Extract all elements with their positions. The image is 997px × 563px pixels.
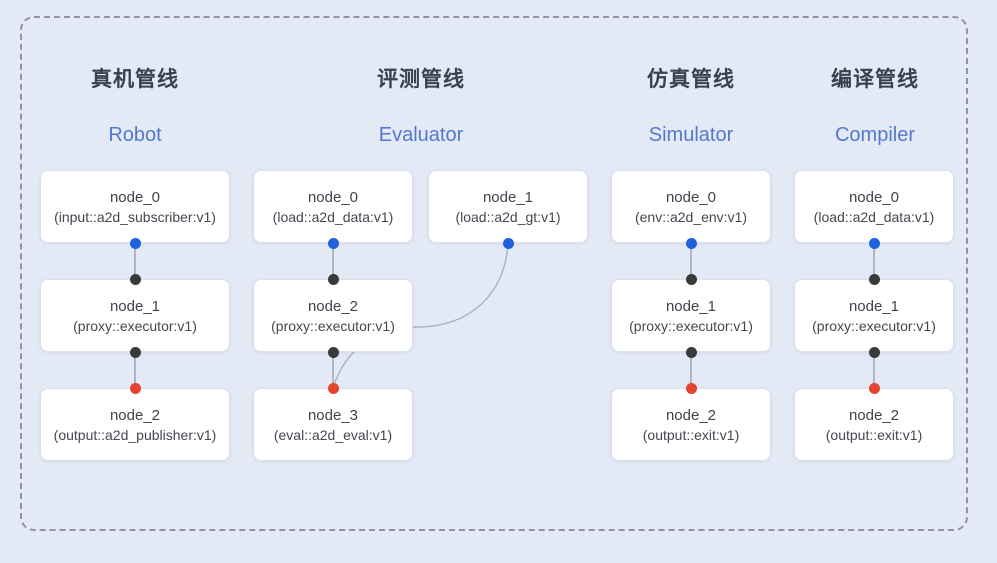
pipeline-title-compiler-zh: 编译管线 xyxy=(831,68,919,91)
node-name: node_1 xyxy=(482,188,534,206)
output-port-dot-black xyxy=(868,346,880,358)
node-box-evaluator-node_2[interactable]: node_2 (proxy::executor:v1) xyxy=(253,279,413,352)
output-port-dot-blue xyxy=(868,237,880,249)
input-port-dot-red xyxy=(685,382,697,394)
diagram-frame xyxy=(20,16,968,531)
node-box-robot-node_1[interactable]: node_1 (proxy::executor:v1) xyxy=(40,279,230,352)
output-port-dot-blue xyxy=(327,237,339,249)
pipeline-title-robot-en: Robot xyxy=(108,124,162,146)
node-name: node_3 xyxy=(307,406,359,424)
node-type: (output::a2d_publisher:v1) xyxy=(53,426,217,443)
node-type: (output::exit:v1) xyxy=(642,426,740,443)
node-name: node_1 xyxy=(109,297,161,315)
node-box-simulator-node_2[interactable]: node_2 (output::exit:v1) xyxy=(611,388,771,461)
node-type: (output::exit:v1) xyxy=(825,426,923,443)
pipeline-title-simulator-en: Simulator xyxy=(648,124,734,146)
output-port-dot-blue xyxy=(129,237,141,249)
node-name: node_2 xyxy=(848,406,900,424)
node-box-evaluator-node_3[interactable]: node_3 (eval::a2d_eval:v1) xyxy=(253,388,413,461)
node-box-simulator-node_0[interactable]: node_0 (env::a2d_env:v1) xyxy=(611,170,771,243)
output-port-dot-black xyxy=(685,346,697,358)
node-type: (proxy::executor:v1) xyxy=(73,317,197,334)
input-port-dot-black xyxy=(327,273,339,285)
node-box-robot-node_0[interactable]: node_0 (input::a2d_subscriber:v1) xyxy=(40,170,230,243)
pipeline-title-robot-zh: 真机管线 xyxy=(91,68,179,91)
input-port-dot-red xyxy=(327,382,339,394)
node-type: (input::a2d_subscriber:v1) xyxy=(54,208,216,225)
node-type: (proxy::executor:v1) xyxy=(812,317,936,334)
node-type: (load::a2d_data:v1) xyxy=(272,208,394,225)
node-type: (env::a2d_env:v1) xyxy=(634,208,748,225)
node-name: node_0 xyxy=(665,188,717,206)
input-port-dot-black xyxy=(868,273,880,285)
pipeline-title-simulator-zh: 仿真管线 xyxy=(647,68,735,91)
pipeline-title-evaluator-zh: 评测管线 xyxy=(377,68,465,91)
node-box-evaluator-node_0[interactable]: node_0 (load::a2d_data:v1) xyxy=(253,170,413,243)
output-port-dot-blue xyxy=(685,237,697,249)
node-box-compiler-node_2[interactable]: node_2 (output::exit:v1) xyxy=(794,388,954,461)
output-port-dot-black xyxy=(327,346,339,358)
pipeline-title-evaluator-en: Evaluator xyxy=(378,124,464,146)
node-name: node_0 xyxy=(109,188,161,206)
node-name: node_2 xyxy=(665,406,717,424)
node-type: (proxy::executor:v1) xyxy=(629,317,753,334)
node-box-evaluator-node_1[interactable]: node_1 (load::a2d_gt:v1) xyxy=(428,170,588,243)
input-port-dot-red xyxy=(868,382,880,394)
node-name: node_0 xyxy=(848,188,900,206)
node-name: node_2 xyxy=(109,406,161,424)
node-type: (eval::a2d_eval:v1) xyxy=(273,426,393,443)
node-type: (load::a2d_data:v1) xyxy=(813,208,935,225)
node-name: node_1 xyxy=(848,297,900,315)
node-name: node_1 xyxy=(665,297,717,315)
pipeline-title-compiler-en: Compiler xyxy=(834,124,916,146)
input-port-dot-black xyxy=(129,273,141,285)
node-box-compiler-node_0[interactable]: node_0 (load::a2d_data:v1) xyxy=(794,170,954,243)
output-port-dot-blue xyxy=(502,237,514,249)
output-port-dot-black xyxy=(129,346,141,358)
node-name: node_0 xyxy=(307,188,359,206)
node-type: (proxy::executor:v1) xyxy=(271,317,395,334)
node-box-robot-node_2[interactable]: node_2 (output::a2d_publisher:v1) xyxy=(40,388,230,461)
input-port-dot-red xyxy=(129,382,141,394)
node-name: node_2 xyxy=(307,297,359,315)
node-box-simulator-node_1[interactable]: node_1 (proxy::executor:v1) xyxy=(611,279,771,352)
node-box-compiler-node_1[interactable]: node_1 (proxy::executor:v1) xyxy=(794,279,954,352)
input-port-dot-black xyxy=(685,273,697,285)
node-type: (load::a2d_gt:v1) xyxy=(455,208,561,225)
